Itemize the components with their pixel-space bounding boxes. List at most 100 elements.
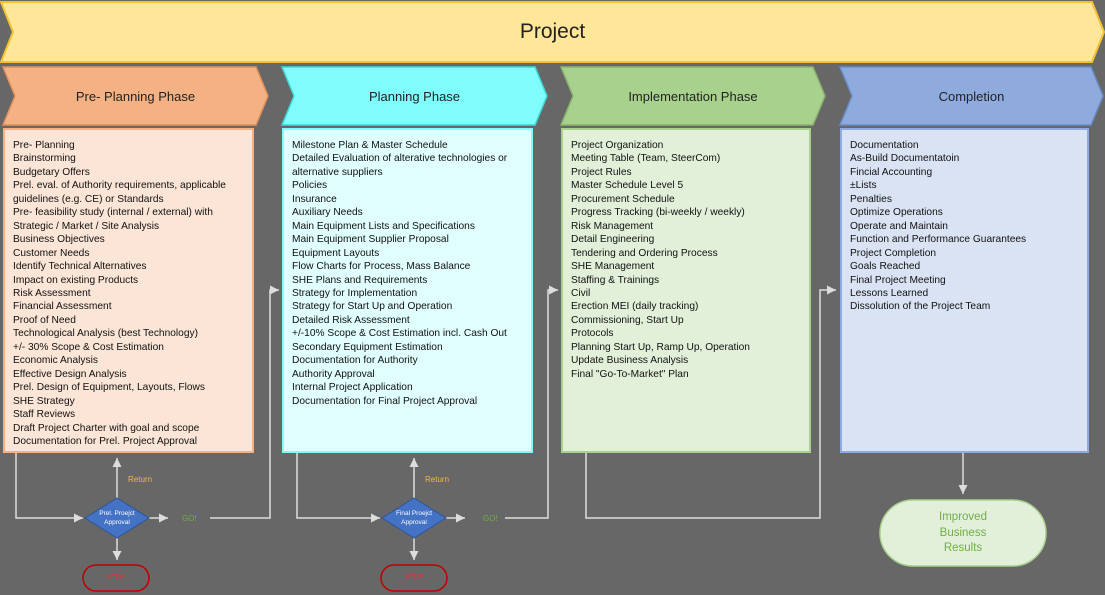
task-item: SHE Management	[571, 261, 655, 273]
phase-implementation-label: Implementation Phase	[628, 88, 758, 104]
gate-line2: Approval	[104, 519, 130, 526]
go-label-1: GO!	[182, 514, 197, 523]
task-item: Documentation	[850, 140, 919, 151]
task-item: SHE Strategy	[13, 395, 75, 407]
project-title: Project	[519, 20, 586, 43]
phase-arrow-preplanning	[1, 66, 269, 126]
task-item: ±Lists	[850, 180, 877, 192]
return-label-1: Return	[128, 475, 153, 484]
task-item: Main Equipment Supplier Proposal	[292, 234, 449, 246]
task-item: Strategy for Implementation	[292, 287, 418, 299]
task-item: Strategic / Market / Site Analysis	[13, 220, 160, 232]
task-item: Financial Assessment	[13, 301, 112, 313]
task-item: Update Business Analysis	[571, 355, 689, 367]
gate-diamond-final	[381, 497, 447, 539]
gate-line1: Final Proejct	[395, 510, 433, 517]
task-item: Fincial Accounting	[850, 166, 933, 178]
task-item: Prel. Design of Equipment, Layouts, Flow…	[13, 382, 205, 394]
task-item: Goals Reached	[850, 261, 921, 273]
task-item: Technological Analysis (best Technology)	[13, 328, 198, 340]
result-line2: Business	[939, 526, 987, 539]
task-item: +/- 30% Scope & Cost Estimation	[13, 341, 164, 353]
task-item: Dissolution of the Project Team	[850, 301, 991, 313]
task-item: Risk Management	[571, 220, 654, 232]
task-item: Customer Needs	[13, 247, 90, 259]
task-item: Pre- feasibility study (internal / exter…	[13, 207, 213, 219]
task-item: Planning Start Up, Ramp Up, Operation	[571, 341, 750, 353]
gate-diamond-prel	[84, 497, 150, 539]
task-item: Optimize Operations	[850, 207, 943, 219]
task-item: Milestone Plan & Master Schedule	[292, 140, 448, 151]
gate-line1: Prel. Proejct	[99, 510, 135, 517]
task-item: Main Equipment Lists and Specifications	[292, 220, 475, 232]
task-item: Economic Analysis	[13, 355, 98, 367]
result-line1: Improved	[939, 511, 987, 523]
task-item: Strategy for Start Up and Operation	[292, 301, 453, 313]
task-item: Pre- Planning	[13, 140, 75, 151]
stop-oval-2	[380, 564, 448, 592]
gate-line2: Approval	[401, 519, 427, 526]
task-item: Project Organization	[571, 140, 664, 151]
task-item: Business Objectives	[13, 234, 105, 246]
task-item: +/-10% Scope & Cost Estimation incl. Cas…	[292, 328, 507, 340]
task-item: Equipment Layouts	[292, 247, 380, 259]
task-item: Tendering and Ordering Process	[571, 247, 718, 259]
result-line3: Results	[943, 542, 983, 554]
phase-arrow-planning	[280, 66, 548, 126]
task-item: Protocols	[571, 328, 614, 340]
task-item: Commissioning, Start Up	[571, 314, 684, 326]
task-item: Authority Approval	[292, 368, 375, 380]
task-item: Progress Tracking (bi-weekly / weekly)	[571, 207, 745, 219]
task-item: Master Schedule Level 5	[571, 180, 684, 192]
task-item: Policies	[292, 180, 328, 192]
task-item: Function and Performance Guarantees	[850, 234, 1027, 246]
task-item: Lessons Learned	[850, 287, 929, 299]
phase-completion-label: Completion	[938, 88, 1005, 104]
task-item: Prel. eval. of Authority requirements, a…	[13, 180, 226, 192]
task-item: Insurance	[292, 193, 337, 205]
task-item: alternative suppliers	[292, 166, 383, 178]
task-item: Effective Design Analysis	[13, 368, 127, 380]
task-item: Project Rules	[571, 166, 632, 178]
stop-oval-1	[82, 564, 150, 592]
task-item: Documentation for Prel. Project Approval	[13, 435, 198, 447]
task-item: Detailed Risk Assessment	[292, 314, 410, 326]
task-item: Documentation for Final Project Approval	[292, 395, 478, 407]
task-item: Auxiliary Needs	[292, 207, 363, 219]
project-banner	[0, 1, 1105, 63]
task-item: Operate and Maintain	[850, 220, 948, 232]
task-item: Final Project Meeting	[850, 274, 946, 286]
task-item: Documentation for Authority	[292, 355, 418, 367]
task-item: Risk Assessment	[13, 287, 91, 299]
stop-label-2: STOP	[404, 574, 424, 581]
task-item: Detailed Evaluation of alterative techno…	[292, 153, 508, 165]
return-label-2: Return	[425, 475, 450, 484]
phase-planning-label: Planning Phase	[368, 88, 461, 104]
task-item: Secondary Equipment Estimation	[292, 341, 443, 353]
phase-arrow-implementation	[559, 66, 826, 126]
phase-preplanning-label: Pre- Planning Phase	[75, 88, 196, 104]
task-item: Staff Reviews	[13, 409, 76, 421]
task-item: SHE Plans and Requirements	[292, 274, 428, 286]
result-oval	[879, 499, 1047, 567]
task-item: Identify Technical Alternatives	[13, 261, 147, 273]
task-item: Draft Project Charter with goal and scop…	[13, 422, 200, 434]
task-item: Project Completion	[850, 247, 937, 259]
task-item: As-Build Documentatoin	[850, 153, 960, 165]
task-item: Brainstorming	[13, 153, 76, 165]
task-item: Civil	[571, 287, 591, 299]
phase-arrow-completion	[838, 66, 1104, 126]
task-item: Detail Engineering	[571, 234, 655, 246]
task-item: Internal Project Application	[292, 382, 413, 394]
go-label-2: GO!	[483, 514, 498, 523]
task-item: Erection MEI (daily tracking)	[571, 301, 699, 313]
task-item: Flow Charts for Process, Mass Balance	[292, 261, 471, 273]
task-item: guidelines (e.g. CE) or Standards	[13, 193, 164, 205]
task-item: Final "Go-To-Market" Plan	[571, 368, 689, 380]
